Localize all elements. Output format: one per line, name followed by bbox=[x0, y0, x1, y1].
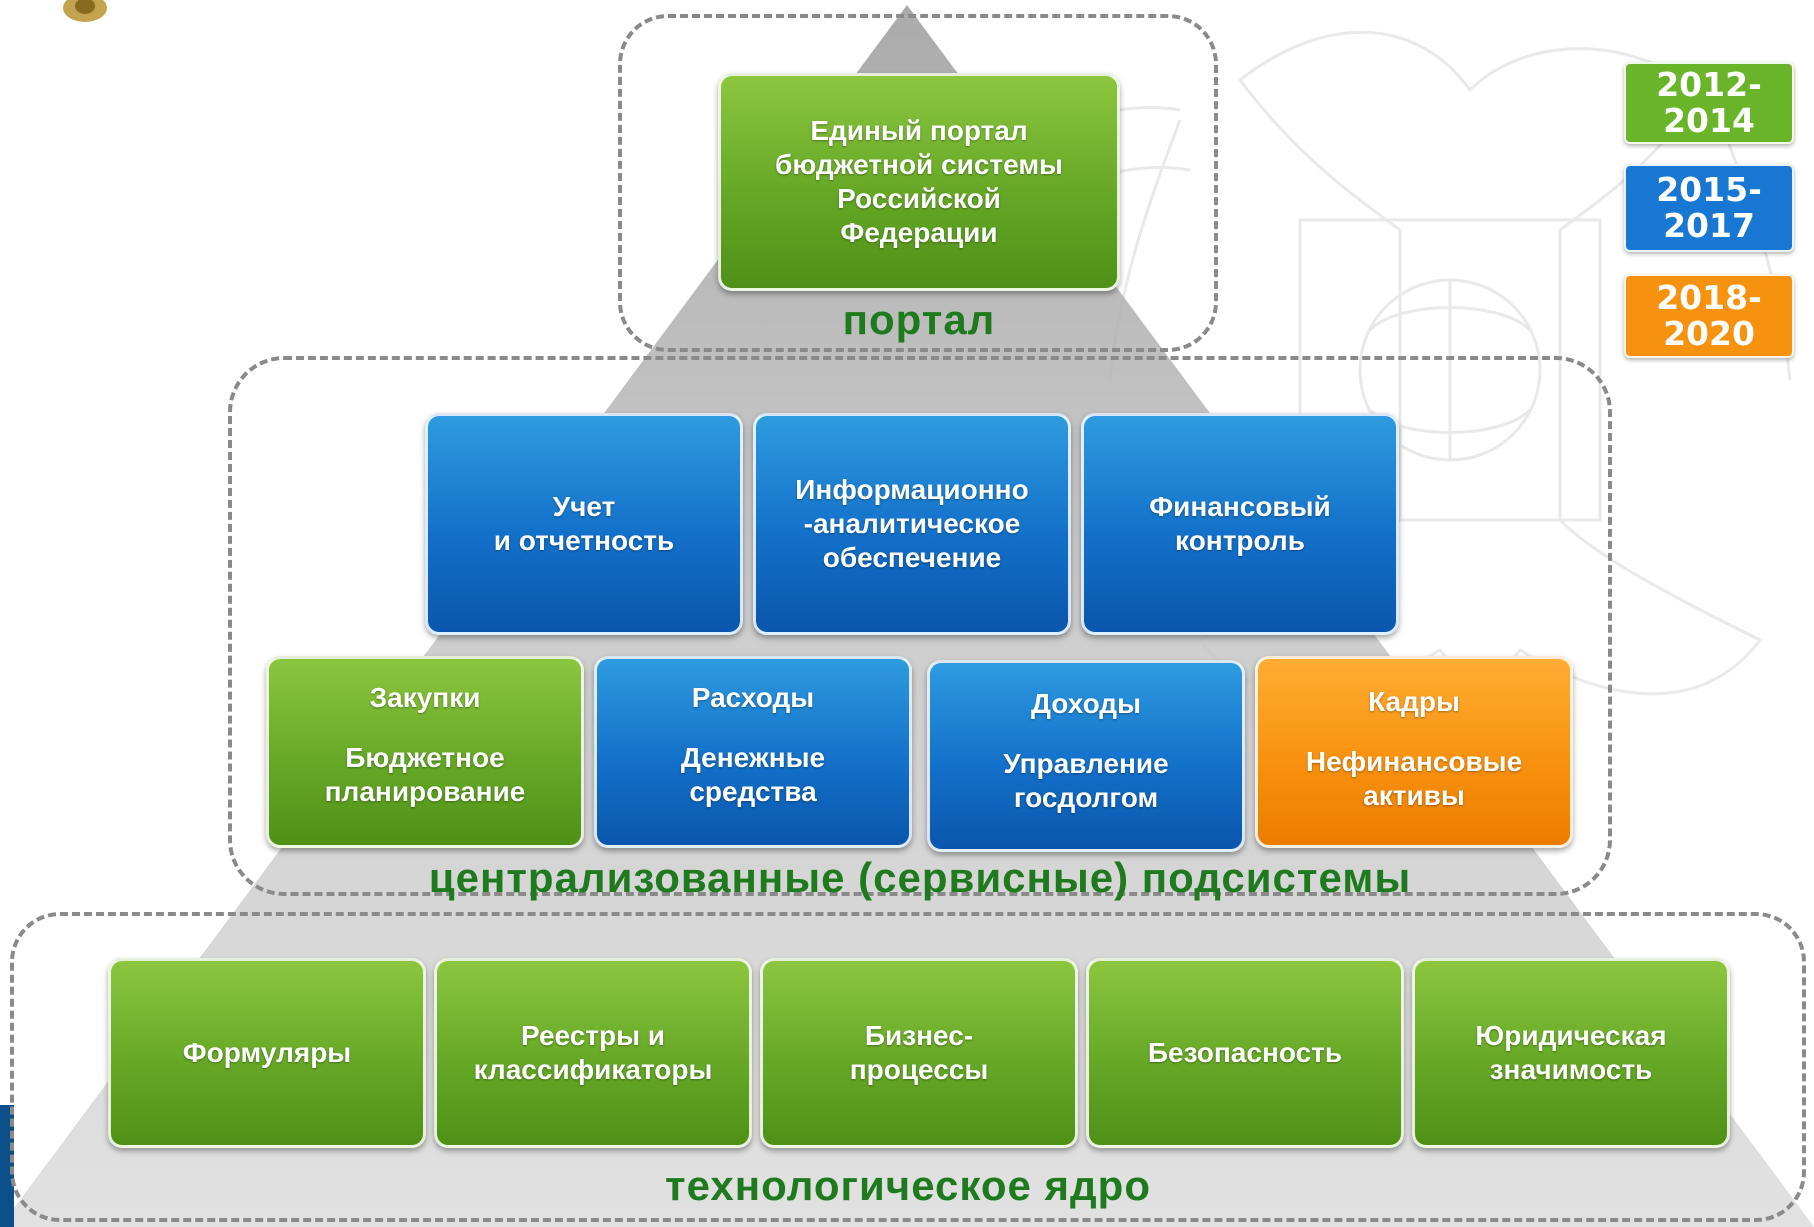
expenses-bottom-1: Денежные bbox=[680, 742, 826, 774]
procurement-top: Закупки bbox=[369, 682, 481, 713]
personnel-bottom-2: активы bbox=[1363, 780, 1465, 812]
legend-2018-2020-line-2: 2020 bbox=[1663, 314, 1755, 353]
portal-tier-label: портал bbox=[842, 296, 996, 343]
registries-box[interactable]: Реестры и классификаторы bbox=[434, 958, 752, 1148]
portal-box-line-1: Единый портал bbox=[810, 114, 1028, 146]
procurement-bottom-2: планирование bbox=[324, 776, 526, 808]
business-processes-box[interactable]: Бизнес- процессы bbox=[760, 958, 1078, 1148]
portal-box-line-3: Российской bbox=[837, 183, 1001, 214]
legend-2012-2014-line-2: 2014 bbox=[1663, 101, 1755, 140]
revenues-box[interactable]: Доходы Управление госдолгом bbox=[927, 660, 1245, 852]
business-processes-line-2: процессы bbox=[849, 1054, 989, 1085]
procurement-bottom-1: Бюджетное bbox=[345, 742, 505, 774]
centralized-tier-label: централизованные (сервисные) подсистемы bbox=[428, 854, 1412, 901]
financial-control-line-2: контроль bbox=[1175, 525, 1305, 556]
expenses-top: Расходы bbox=[691, 682, 815, 713]
core-tier-outline bbox=[10, 912, 1806, 1222]
accounting-line-2: и отчетность bbox=[493, 525, 675, 556]
financial-control-box[interactable]: Финансовый контроль bbox=[1081, 413, 1399, 635]
analytics-box[interactable]: Информационно -аналитическое обеспечение bbox=[753, 413, 1071, 635]
accounting-box[interactable]: Учет и отчетность bbox=[425, 413, 743, 635]
personnel-box[interactable]: Кадры Нефинансовые активы bbox=[1255, 656, 1573, 848]
analytics-line-2: -аналитическое bbox=[803, 507, 1021, 539]
analytics-line-3: обеспечение bbox=[822, 542, 1002, 574]
legal-significance-line-1: Юридическая bbox=[1475, 1019, 1667, 1051]
business-processes-line-1: Бизнес- bbox=[864, 1019, 974, 1051]
expenses-box[interactable]: Расходы Денежные средства bbox=[594, 656, 912, 848]
forms-line-1: Формуляры bbox=[182, 1036, 352, 1068]
coat-of-arms-icon bbox=[63, 0, 107, 22]
forms-box[interactable]: Формуляры bbox=[108, 958, 426, 1148]
centralized-tier-outline bbox=[228, 356, 1612, 896]
portal-box-line-4: Федерации bbox=[840, 217, 998, 249]
procurement-box[interactable]: Закупки Бюджетное планирование bbox=[266, 656, 584, 848]
revenues-bottom-1: Управление bbox=[1003, 748, 1169, 780]
registries-line-2: классификаторы bbox=[473, 1054, 713, 1085]
portal-tier-outline bbox=[618, 14, 1218, 352]
legend-2012-2014-line-1: 2012- bbox=[1656, 64, 1762, 104]
legend-2015-2017: 2015- 2017 bbox=[1624, 164, 1794, 252]
registries-line-1: Реестры и bbox=[520, 1019, 666, 1051]
revenues-bottom-2: госдолгом bbox=[1013, 782, 1159, 814]
security-box[interactable]: Безопасность bbox=[1086, 958, 1404, 1148]
core-tier-label: технологическое ядро bbox=[665, 1162, 1151, 1209]
personnel-top: Кадры bbox=[1368, 686, 1460, 717]
legal-significance-box[interactable]: Юридическая значимость bbox=[1412, 958, 1730, 1148]
analytics-line-1: Информационно bbox=[795, 473, 1029, 505]
expenses-bottom-2: средства bbox=[689, 776, 817, 808]
legend-2018-2020: 2018- 2020 bbox=[1624, 274, 1794, 358]
financial-control-line-1: Финансовый bbox=[1149, 490, 1331, 522]
security-line-1: Безопасность bbox=[1147, 1036, 1343, 1068]
personnel-bottom-1: Нефинансовые bbox=[1305, 746, 1523, 778]
legend-2018-2020-line-1: 2018- bbox=[1656, 277, 1762, 317]
legend-2015-2017-line-2: 2017 bbox=[1663, 206, 1755, 245]
portal-box-line-2: бюджетной системы bbox=[775, 148, 1063, 180]
accounting-line-1: Учет bbox=[552, 490, 616, 522]
revenues-top: Доходы bbox=[1031, 688, 1141, 719]
legal-significance-line-2: значимость bbox=[1489, 1054, 1653, 1085]
legend-2012-2014: 2012- 2014 bbox=[1624, 62, 1794, 144]
legend-2015-2017-line-1: 2015- bbox=[1656, 169, 1762, 209]
portal-box[interactable]: Единый портал бюджетной системы Российск… bbox=[718, 73, 1120, 291]
